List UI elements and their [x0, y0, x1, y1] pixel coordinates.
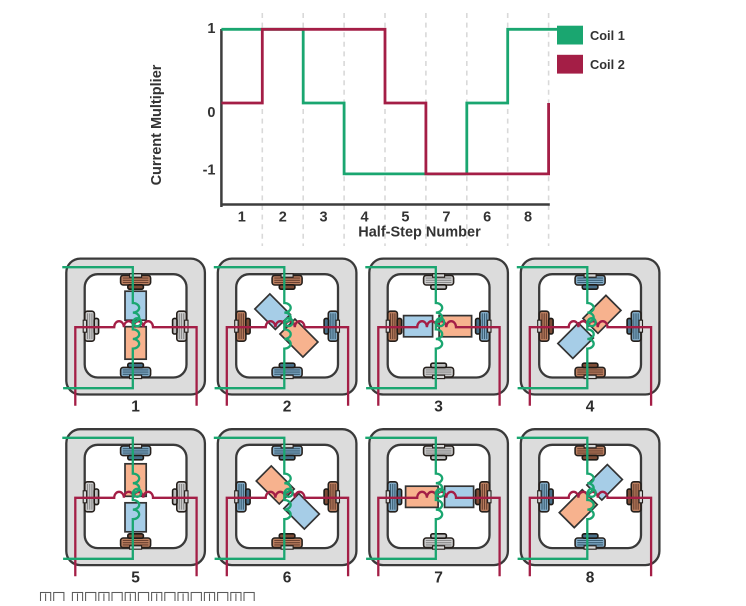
svg-text:6: 6: [483, 210, 491, 226]
svg-text:1: 1: [131, 399, 140, 416]
svg-text:5: 5: [401, 210, 409, 226]
svg-text:2: 2: [283, 399, 292, 416]
svg-text:7: 7: [434, 569, 443, 586]
svg-text:1: 1: [207, 21, 215, 37]
svg-text:4: 4: [586, 399, 595, 416]
svg-text:Coil 2: Coil 2: [590, 57, 625, 72]
svg-text:7: 7: [442, 210, 450, 226]
svg-text:8: 8: [524, 210, 532, 226]
svg-text:8: 8: [586, 569, 595, 586]
svg-text:6: 6: [283, 569, 292, 586]
svg-text:3: 3: [434, 399, 443, 416]
svg-text:Half-Step Number: Half-Step Number: [358, 225, 481, 241]
svg-text:0: 0: [207, 105, 215, 121]
svg-text:1: 1: [238, 210, 246, 226]
svg-text:5: 5: [131, 569, 140, 586]
svg-text:3: 3: [320, 210, 328, 226]
svg-text:Current Multiplier: Current Multiplier: [149, 64, 165, 185]
svg-text:Coil 1: Coil 1: [590, 28, 625, 43]
svg-text:2: 2: [279, 210, 287, 226]
svg-text:-1: -1: [203, 163, 216, 179]
svg-text:4: 4: [361, 210, 369, 226]
